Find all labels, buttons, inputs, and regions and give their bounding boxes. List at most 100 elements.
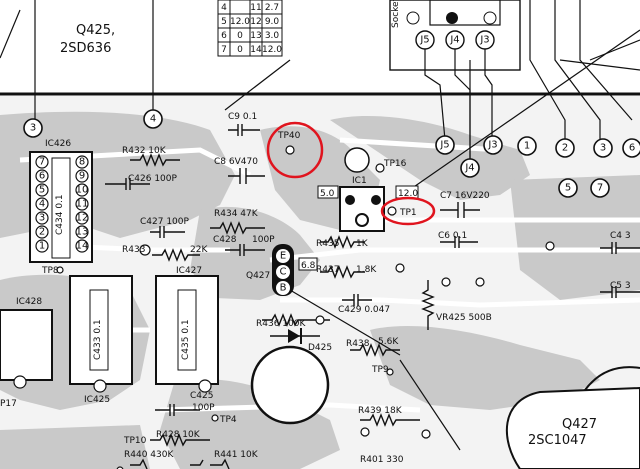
r401-label: R401 330 — [360, 455, 404, 465]
c433-label: C433 0.1 — [93, 319, 103, 360]
ic-pin-number: 11 — [76, 199, 89, 210]
tp8-label: TP8 — [41, 266, 59, 276]
pad-label: J3 — [479, 35, 489, 46]
c435-label: C435 0.1 — [181, 319, 191, 360]
ic-pin-number: 10 — [76, 185, 89, 196]
c426-label: C426 100P — [128, 174, 178, 184]
ic-pin-number: 7 — [39, 157, 45, 168]
c434-label: C434 0.1 — [55, 194, 65, 235]
table-cell: 0 — [237, 45, 243, 55]
r434-label: R434 47K — [214, 209, 259, 219]
tp40-highlight-ring — [266, 121, 324, 179]
j-wires — [424, 0, 640, 160]
pad-label: J4 — [464, 163, 474, 174]
c6-label: C6 0.1 — [438, 231, 467, 241]
q427-transistor: E C B — [272, 244, 294, 296]
pad-label: 4 — [150, 114, 156, 125]
table-cell: 0 — [237, 31, 243, 41]
ic1-output-voltage: 12.0 — [398, 189, 418, 199]
c425-value: 100P — [192, 403, 215, 413]
pad-label: 3 — [30, 123, 36, 134]
ic428 — [0, 309, 53, 381]
pad-label: J3 — [487, 140, 497, 151]
ic-pin-number: 9 — [79, 171, 85, 182]
ic427 — [155, 275, 219, 385]
table-cell: 6 — [221, 31, 227, 41]
pad-label: 1 — [524, 141, 530, 152]
ic-pin — [75, 239, 89, 253]
ic-pin-number: 3 — [39, 213, 45, 224]
ic-pin — [75, 225, 89, 239]
j-pads-top: J5 J4 J3 — [415, 30, 495, 50]
p17-label: P17 — [0, 399, 17, 409]
table-cell: 12.0 — [230, 17, 250, 27]
pad-label: 7 — [597, 183, 603, 194]
ic-pin-number: 4 — [39, 199, 45, 210]
ic-pin — [35, 197, 49, 211]
ic-pin — [35, 225, 49, 239]
r432-label: R432 10K — [122, 146, 167, 156]
ic-pin — [35, 239, 49, 253]
heatsink-edge — [584, 366, 640, 391]
q427-pin-e: E — [280, 251, 286, 262]
r440-label: R440 430K — [124, 450, 174, 460]
ic-pin-number: 13 — [76, 227, 89, 238]
pad-label: 3 — [600, 143, 606, 154]
ic-pin-number: 14 — [76, 241, 89, 252]
tp1-label: TP1 — [399, 208, 417, 218]
q425-ref: Q425, — [76, 23, 115, 38]
r433-label: R433 — [122, 245, 145, 255]
table-cell: 9.0 — [265, 17, 280, 27]
ic-pin — [35, 211, 49, 225]
table-cell: 3.0 — [265, 31, 280, 41]
ic1-label: IC1 — [352, 176, 367, 186]
r428-label: R428 10K — [156, 430, 201, 440]
r437-label: R437 — [316, 265, 339, 275]
v68-box — [298, 257, 318, 271]
tp16-label: TP16 — [383, 159, 407, 169]
pad-label: J5 — [439, 140, 449, 151]
r435-value: 1K — [356, 239, 369, 249]
c427-label: C427 100P — [140, 217, 190, 227]
component-symbols — [105, 124, 640, 469]
ic-pin — [75, 211, 89, 225]
socket-text: Socket — [391, 0, 401, 28]
c8-label: C8 6V470 — [214, 157, 258, 167]
table-cell: 2.7 — [265, 3, 279, 13]
ic426-label: IC426 — [45, 139, 71, 149]
c425-label: C425 — [190, 391, 213, 401]
table-cell: 4 — [221, 3, 227, 13]
table-cell: 5 — [221, 17, 227, 27]
ic427-label: IC427 — [176, 266, 202, 276]
pad-label: J5 — [419, 35, 429, 46]
voltage-table — [217, 0, 283, 57]
table-cell: 12 — [250, 17, 261, 27]
vr425-label: VR425 500B — [436, 313, 492, 323]
pad-label: 5 — [565, 183, 571, 194]
c7-label: C7 16V220 — [440, 191, 490, 201]
r436-label: R436 100K — [256, 319, 306, 329]
d425-label: D425 — [308, 343, 332, 353]
q427-ref: Q427 — [562, 417, 597, 432]
voltage-table-cells: 4 11 2.7 5 12.0 12 9.0 6 0 13 3.0 7 0 14… — [221, 3, 282, 55]
ic-pin — [75, 155, 89, 169]
ic-pin-number: 1 — [39, 241, 45, 252]
ic1-input-box — [317, 185, 339, 199]
c429-label: C429 0.047 — [338, 305, 390, 315]
pad-label: 6 — [629, 143, 635, 154]
ic433 — [69, 275, 133, 385]
ic-pin — [35, 155, 49, 169]
r435-label: R435 — [316, 239, 339, 249]
r437-value: 1.8K — [356, 265, 377, 275]
c4-label: C4 3 — [610, 231, 631, 241]
tp10-label: TP10 — [123, 436, 147, 446]
r439-label: R439 18K — [358, 406, 403, 416]
ic-pin-number: 5 — [39, 185, 45, 196]
r438-value: 5.6K — [378, 337, 399, 347]
pad-label: J4 — [449, 35, 459, 46]
ic428-label: IC428 — [16, 297, 42, 307]
large-capacitor — [250, 345, 330, 425]
test-pads — [13, 145, 555, 469]
leader-lines — [0, 0, 640, 451]
